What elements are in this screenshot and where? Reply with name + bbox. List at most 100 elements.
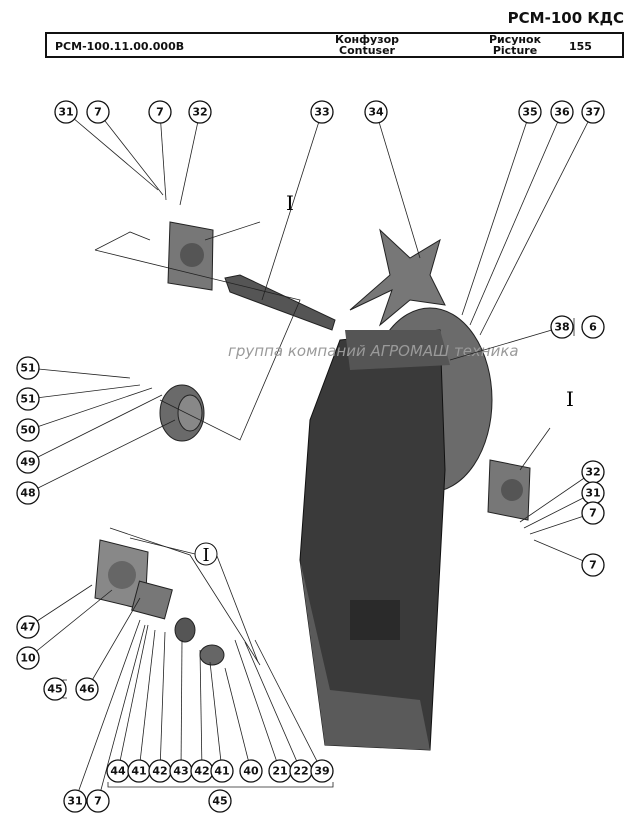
watermark-text: группа компаний АГРОМАШ техника [228, 342, 519, 360]
leader-line [27, 384, 141, 400]
callout-32: 32 [581, 460, 605, 484]
callout-circle [43, 677, 67, 701]
callout-37: 37 [581, 100, 605, 124]
callout-7: 7 [581, 501, 605, 525]
callout-number: 22 [293, 765, 308, 778]
leader-line [117, 624, 149, 772]
callout-number: 45 [212, 795, 227, 808]
callout-44: 44 [106, 759, 130, 783]
leader-line [27, 589, 113, 659]
callout-number: 45 [47, 683, 62, 696]
callout-circle [16, 418, 40, 442]
callout-47: 47 [16, 615, 40, 639]
leader-line [375, 111, 421, 259]
callout-number: 42 [194, 765, 209, 778]
callout-number: 7 [94, 795, 102, 808]
callout-circle [148, 100, 172, 124]
callout-circle [210, 759, 234, 783]
callout-36: 36 [550, 100, 574, 124]
callout-45: 45 [208, 789, 232, 813]
callout-circle [581, 501, 605, 525]
leader-line [138, 629, 156, 772]
leader-line [180, 639, 183, 772]
document-code: РСМ-100 КДС [507, 9, 624, 27]
callout-6: 6 [581, 315, 605, 339]
leader-line [97, 624, 146, 802]
callout-number: 38 [554, 321, 569, 334]
leader-line [65, 111, 159, 191]
callout-42: 42 [148, 759, 172, 783]
leader-line [209, 661, 223, 772]
callout-number: 32 [585, 466, 600, 479]
callout-circle [239, 759, 263, 783]
callout-circle [75, 677, 99, 701]
callout-number: 21 [272, 765, 287, 778]
callout-number: 47 [20, 621, 35, 634]
name-en: Contuser [339, 44, 395, 57]
callout-circle [16, 387, 40, 411]
leader-line [27, 584, 93, 628]
part-number: РСМ-100.11.00.000В [55, 40, 185, 53]
view-label-I: I [286, 191, 294, 215]
callout-number: 48 [20, 487, 35, 500]
leader-line [479, 111, 594, 336]
callout-circle [581, 553, 605, 577]
view-label-I-circled: I [202, 545, 209, 566]
callout-number: 37 [585, 106, 600, 119]
callout-35: 35 [518, 100, 542, 124]
callout-number: 7 [589, 507, 597, 520]
callout-circle [581, 315, 605, 339]
shaft [224, 274, 336, 331]
callout-21: 21 [268, 759, 292, 783]
leader-line [449, 326, 563, 361]
callout-33: 33 [310, 100, 334, 124]
callout-41: 41 [210, 759, 234, 783]
leader-line [519, 471, 594, 523]
callout-circle [86, 100, 110, 124]
callout-48: 48 [16, 481, 40, 505]
leader-line [224, 667, 252, 772]
leader-line [74, 619, 141, 802]
callout-number: 39 [314, 765, 329, 778]
picture-ru: Рисунок [488, 33, 542, 46]
leader-line [97, 111, 164, 196]
callout-circle [188, 100, 212, 124]
callout-number: 31 [585, 487, 600, 500]
leader-line [159, 111, 167, 201]
callout-circle [310, 100, 334, 124]
callout-31: 31 [54, 100, 78, 124]
callout-51: 51 [16, 356, 40, 380]
callout-circle [364, 100, 388, 124]
confuser-housing [299, 307, 493, 751]
callout-circle [16, 646, 40, 670]
leader-line [523, 492, 594, 529]
callout-39: 39 [310, 759, 334, 783]
callout-number: 6 [589, 321, 597, 334]
callout-34: 34 [364, 100, 388, 124]
impeller [349, 228, 446, 327]
callout-number: 42 [152, 765, 167, 778]
callout-number: 44 [110, 765, 126, 778]
callout-10: 10 [16, 646, 40, 670]
callout-number: 7 [156, 106, 164, 119]
callout-circle [310, 759, 334, 783]
leader-line [179, 111, 201, 206]
callout-32: 32 [188, 100, 212, 124]
callout-number: 7 [589, 559, 597, 572]
callout-circle [54, 100, 78, 124]
callout-7: 7 [86, 100, 110, 124]
callout-circle [63, 789, 87, 813]
assembly-name: Конфузор Contuser [297, 34, 437, 56]
callout-43: 43 [169, 759, 193, 783]
callout-circle [550, 315, 574, 339]
leader-line [461, 111, 531, 316]
callout-51: 51 [16, 387, 40, 411]
title-block: РСМ-100.11.00.000В Конфузор Contuser Рис… [45, 32, 624, 58]
leader-line [27, 387, 153, 431]
callout-7: 7 [581, 553, 605, 577]
callout-number: 31 [58, 106, 73, 119]
leader-line [469, 111, 563, 326]
callout-41: 41 [127, 759, 151, 783]
leader-line [199, 649, 203, 772]
callout-circle [550, 100, 574, 124]
